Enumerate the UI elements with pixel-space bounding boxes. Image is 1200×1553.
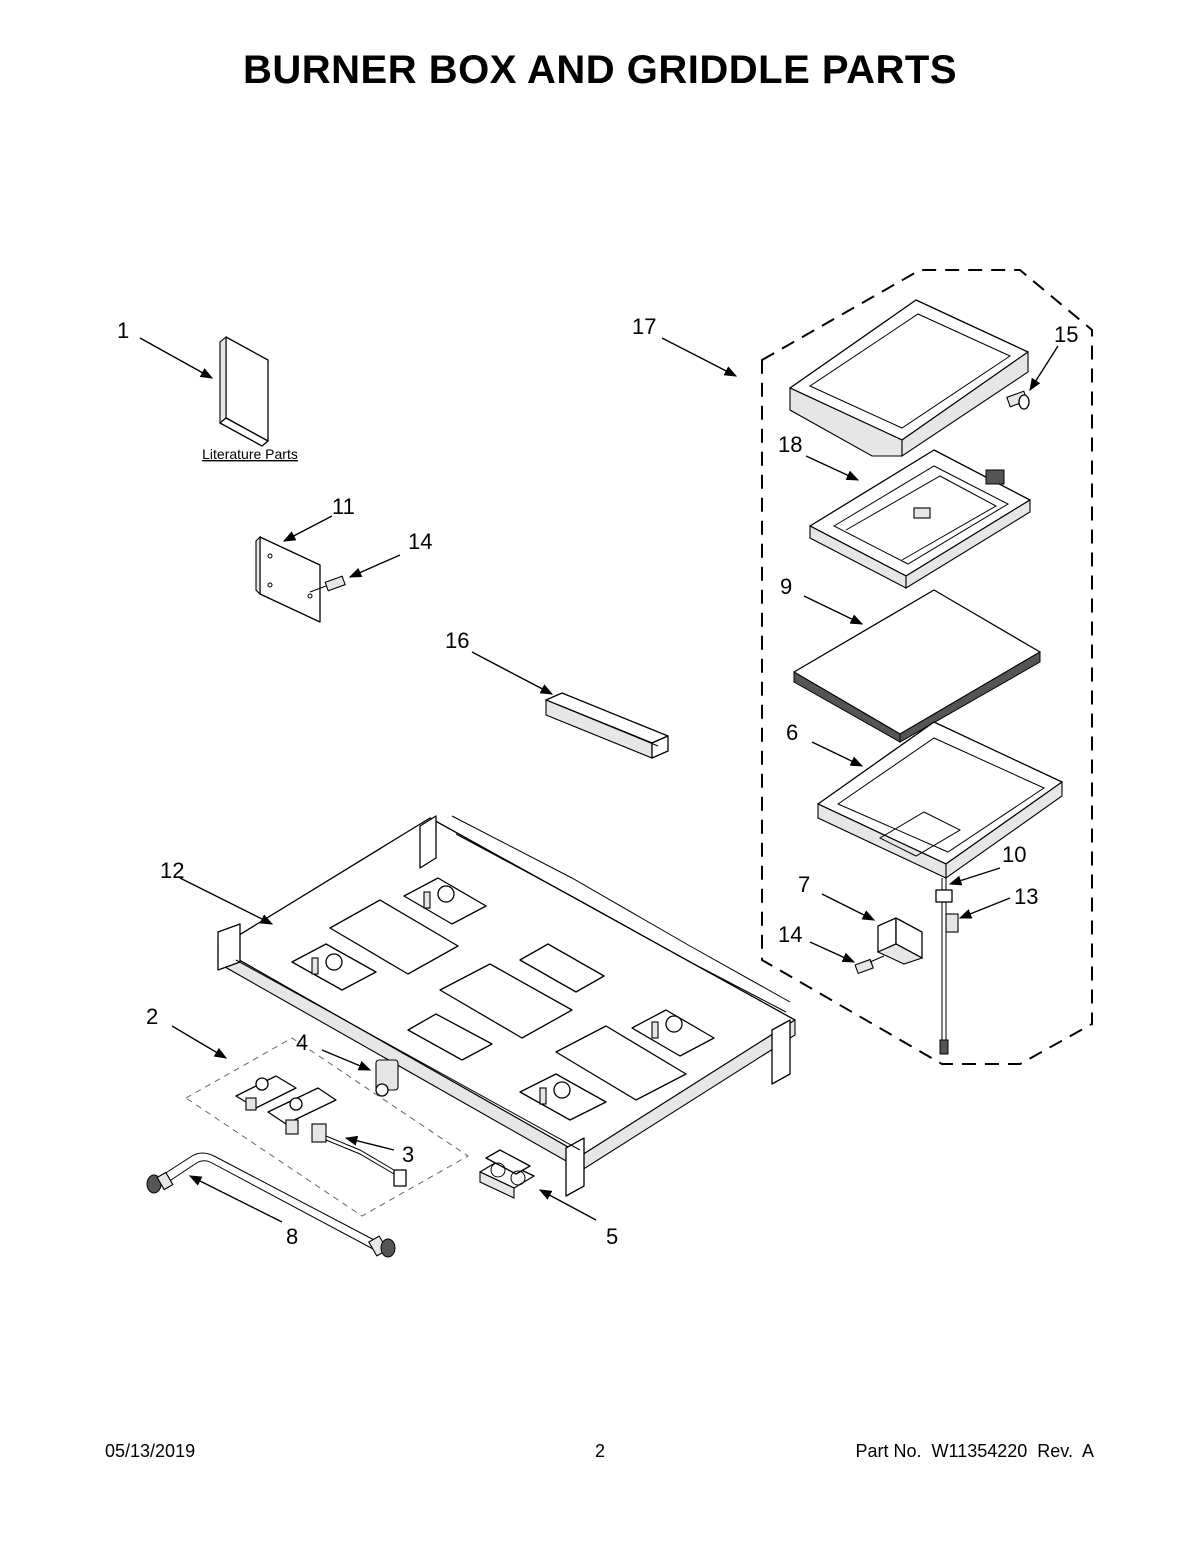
callout-3: 3 (402, 1142, 414, 1167)
callout-16: 16 (445, 628, 469, 653)
gas-tube-part-8[interactable] (146, 1152, 396, 1258)
callout-5: 5 (606, 1224, 618, 1249)
burner-box-part-12[interactable] (217, 815, 796, 1197)
griddle-assembly-outline-part-17 (761, 269, 1093, 1065)
callout-4: 4 (296, 1030, 308, 1055)
callout-9: 9 (780, 574, 792, 599)
screw-part-15[interactable] (1006, 390, 1030, 410)
literature-parts-label: Literature Parts (202, 446, 298, 462)
grease-trough-part-16[interactable] (545, 692, 669, 759)
griddle-plate-part-17[interactable] (789, 299, 1029, 458)
callout-6: 6 (786, 720, 798, 745)
screw-part-14-right[interactable] (854, 955, 885, 975)
valve-group-outline-part-2 (185, 1037, 469, 1217)
clip-part-13[interactable] (945, 913, 959, 933)
callout-2: 2 (146, 1004, 158, 1029)
bracket-plate-part-11[interactable] (255, 535, 321, 623)
insulation-slab-part-9[interactable] (793, 589, 1041, 743)
callout-12: 12 (160, 858, 184, 883)
footer-part-number: Part No. W11354220 Rev. A (855, 1441, 1094, 1461)
callout-15: 15 (1054, 322, 1078, 347)
callout-8: 8 (286, 1224, 298, 1249)
page-title: BURNER BOX AND GRIDDLE PARTS (242, 48, 958, 92)
leader-arrows (139, 337, 1059, 1223)
literature-parts-booklet[interactable] (219, 335, 269, 447)
spark-module-part-5[interactable] (479, 1149, 535, 1199)
callout-11: 11 (332, 494, 355, 519)
callout-1: 1 (117, 318, 129, 343)
screw-part-14-left[interactable] (309, 575, 346, 593)
sensor-probe-part-10[interactable] (935, 878, 953, 1055)
callout-14-left: 14 (408, 529, 432, 554)
bracket-part-7[interactable] (876, 917, 924, 965)
callout-7: 7 (798, 872, 810, 897)
callout-13: 13 (1014, 884, 1038, 909)
footer-date: 05/13/2019 (105, 1441, 196, 1461)
footer-page-number: 2 (594, 1441, 605, 1461)
heating-element-part-18[interactable] (809, 449, 1031, 589)
callout-17: 17 (632, 314, 656, 339)
callout-10: 10 (1002, 842, 1026, 867)
callout-18: 18 (778, 432, 802, 457)
wire-harness-part-3[interactable] (325, 1135, 407, 1187)
valve-assembly-part-2[interactable] (235, 1075, 337, 1143)
callout-14-right: 14 (778, 922, 802, 947)
